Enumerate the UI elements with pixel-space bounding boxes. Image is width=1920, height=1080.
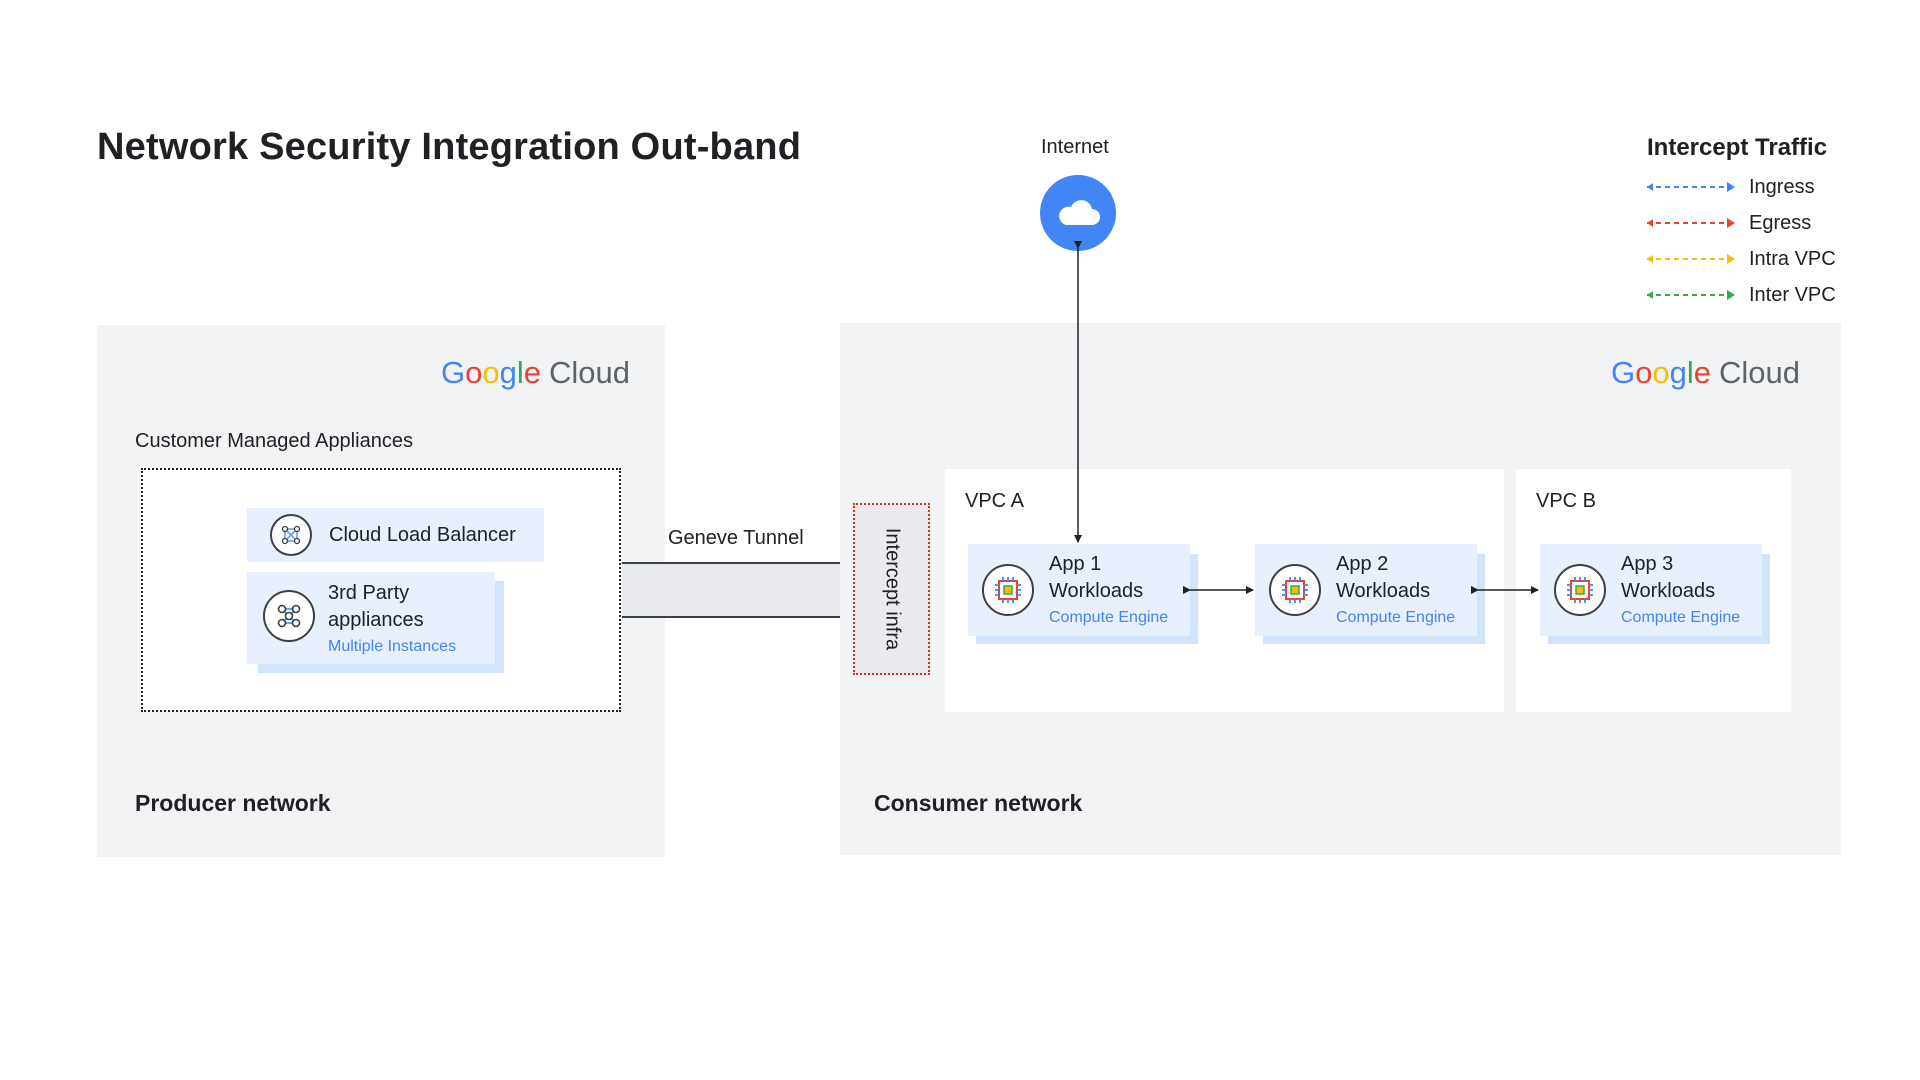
internet-label: Internet (1041, 136, 1109, 158)
customer-managed-appliances-label: Customer Managed Appliances (135, 430, 413, 452)
app2-workloads: Workloads (1336, 580, 1431, 602)
appliances-title-line1: 3rd Party (328, 582, 410, 604)
third-party-appliances-card[interactable]: 3rd Party appliances Multiple Instances (247, 572, 495, 664)
app2-card[interactable]: App 2 Workloads Compute Engine (1255, 544, 1477, 636)
vpc-a-label: VPC A (965, 490, 1024, 512)
appliances-title-line2: appliances (328, 609, 424, 631)
app3-card[interactable]: App 3 Workloads Compute Engine (1540, 544, 1762, 636)
legend-dashed-arrow-icon (1647, 254, 1735, 264)
network-nodes-icon (263, 590, 315, 642)
legend-dashed-arrow-icon (1647, 290, 1735, 300)
legend-item-label: Egress (1749, 211, 1812, 234)
diagram-title: Network Security Integration Out-band (97, 126, 802, 168)
legend-dashed-arrow-icon (1647, 218, 1735, 228)
cloud-load-balancer-label: Cloud Load Balancer (329, 524, 516, 546)
intercept-infra-label: Intercept infra (881, 527, 903, 651)
internet-cloud-icon (1040, 175, 1116, 251)
consumer-network-label: Consumer network (874, 790, 1083, 816)
app1-workloads: Workloads (1049, 580, 1144, 602)
compute-engine-icon (982, 564, 1034, 616)
app3-service: Compute Engine (1621, 609, 1741, 626)
legend-item: Egress (1647, 208, 1811, 238)
compute-engine-icon (1269, 564, 1321, 616)
app3-workloads: Workloads (1621, 580, 1716, 602)
legend-item-label: Inter VPC (1749, 283, 1836, 306)
geneve-tunnel-label: Geneve Tunnel (668, 527, 804, 549)
cloud-load-balancer-card[interactable]: Cloud Load Balancer (247, 508, 544, 562)
geneve-tunnel (622, 562, 855, 618)
legend-item: Intra VPC (1647, 244, 1836, 274)
compute-engine-icon (1554, 564, 1606, 616)
legend-item-label: Intra VPC (1749, 247, 1836, 270)
legend-dashed-arrow-icon (1647, 182, 1735, 192)
appliances-subtitle: Multiple Instances (328, 638, 457, 655)
load-balancer-icon (270, 514, 312, 556)
legend-item: Ingress (1647, 172, 1815, 202)
app2-service: Compute Engine (1336, 609, 1456, 626)
app1-card[interactable]: App 1 Workloads Compute Engine (968, 544, 1190, 636)
vpc-b-label: VPC B (1536, 490, 1597, 512)
legend-item-label: Ingress (1749, 175, 1815, 198)
app1-service: Compute Engine (1049, 609, 1169, 626)
app3-title: App 3 (1621, 553, 1674, 575)
producer-network-label: Producer network (135, 790, 331, 816)
legend-title: Intercept Traffic (1647, 134, 1828, 161)
intercept-infra-box: Intercept infra (853, 503, 930, 675)
legend-item: Inter VPC (1647, 280, 1836, 310)
app1-title: App 1 (1049, 553, 1102, 575)
app2-title: App 2 (1336, 553, 1389, 575)
